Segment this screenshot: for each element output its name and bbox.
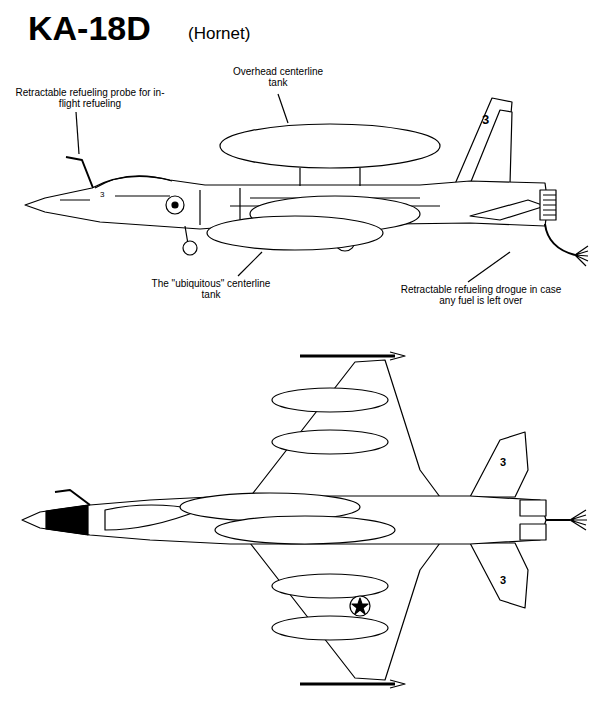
callout: Overhead centerline tank [222,66,334,88]
tail-number: 3 [500,456,506,468]
side-view [25,94,588,282]
callout: Retractable refueling probe for in-fligh… [14,87,166,109]
callout: The "ubiquitous" centerline tank [150,278,272,300]
title: KA-18D [28,10,151,47]
top-view [22,352,587,688]
tail-number: 3 [500,574,506,586]
callout: Retractable refueling drogue in case any… [395,284,567,306]
tail-number: 3 [482,113,489,127]
subtitle: (Hornet) [188,25,250,44]
nose-number: 3 [100,191,104,200]
